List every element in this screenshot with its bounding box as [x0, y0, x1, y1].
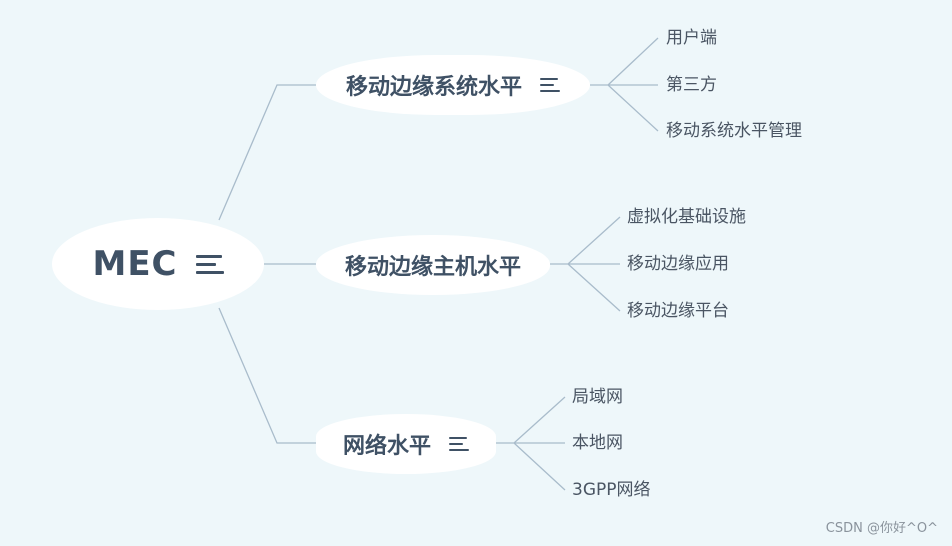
branch-label: 网络水平 — [342, 434, 431, 459]
branch-node-host-level[interactable]: 移动边缘主机水平 — [316, 235, 550, 295]
leaf-node[interactable]: 用户端 — [666, 28, 717, 48]
watermark: CSDN @你好^O^ — [825, 521, 938, 536]
branch-node-network-level[interactable]: 网络水平 — [316, 414, 496, 474]
branch-node-system-level[interactable]: 移动边缘系统水平 — [316, 55, 590, 115]
branch-2-fan-lines — [550, 216, 621, 312]
branch-3-fan-lines — [496, 396, 566, 491]
root-label: MEC — [92, 244, 178, 284]
leaf-node[interactable]: 移动边缘平台 — [627, 301, 729, 321]
root-to-branch-3-line — [218, 307, 316, 444]
leaf-node[interactable]: 虚拟化基础设施 — [627, 207, 746, 227]
leaf-node[interactable]: 移动边缘应用 — [627, 254, 729, 274]
leaf-node[interactable]: 局域网 — [572, 387, 623, 407]
menu-icon — [449, 433, 469, 455]
root-node[interactable]: MEC — [52, 218, 264, 310]
leaf-node[interactable]: 3GPP网络 — [572, 480, 651, 500]
branch-1-fan-lines — [590, 37, 659, 132]
leaf-node[interactable]: 本地网 — [572, 433, 623, 453]
branch-label: 移动边缘主机水平 — [344, 255, 521, 280]
menu-icon — [540, 74, 560, 96]
root-to-branch-1-line — [218, 84, 316, 221]
branch-label: 移动边缘系统水平 — [345, 75, 522, 100]
leaf-node[interactable]: 第三方 — [666, 75, 717, 95]
menu-icon — [195, 250, 224, 279]
leaf-node[interactable]: 移动系统水平管理 — [666, 121, 802, 141]
